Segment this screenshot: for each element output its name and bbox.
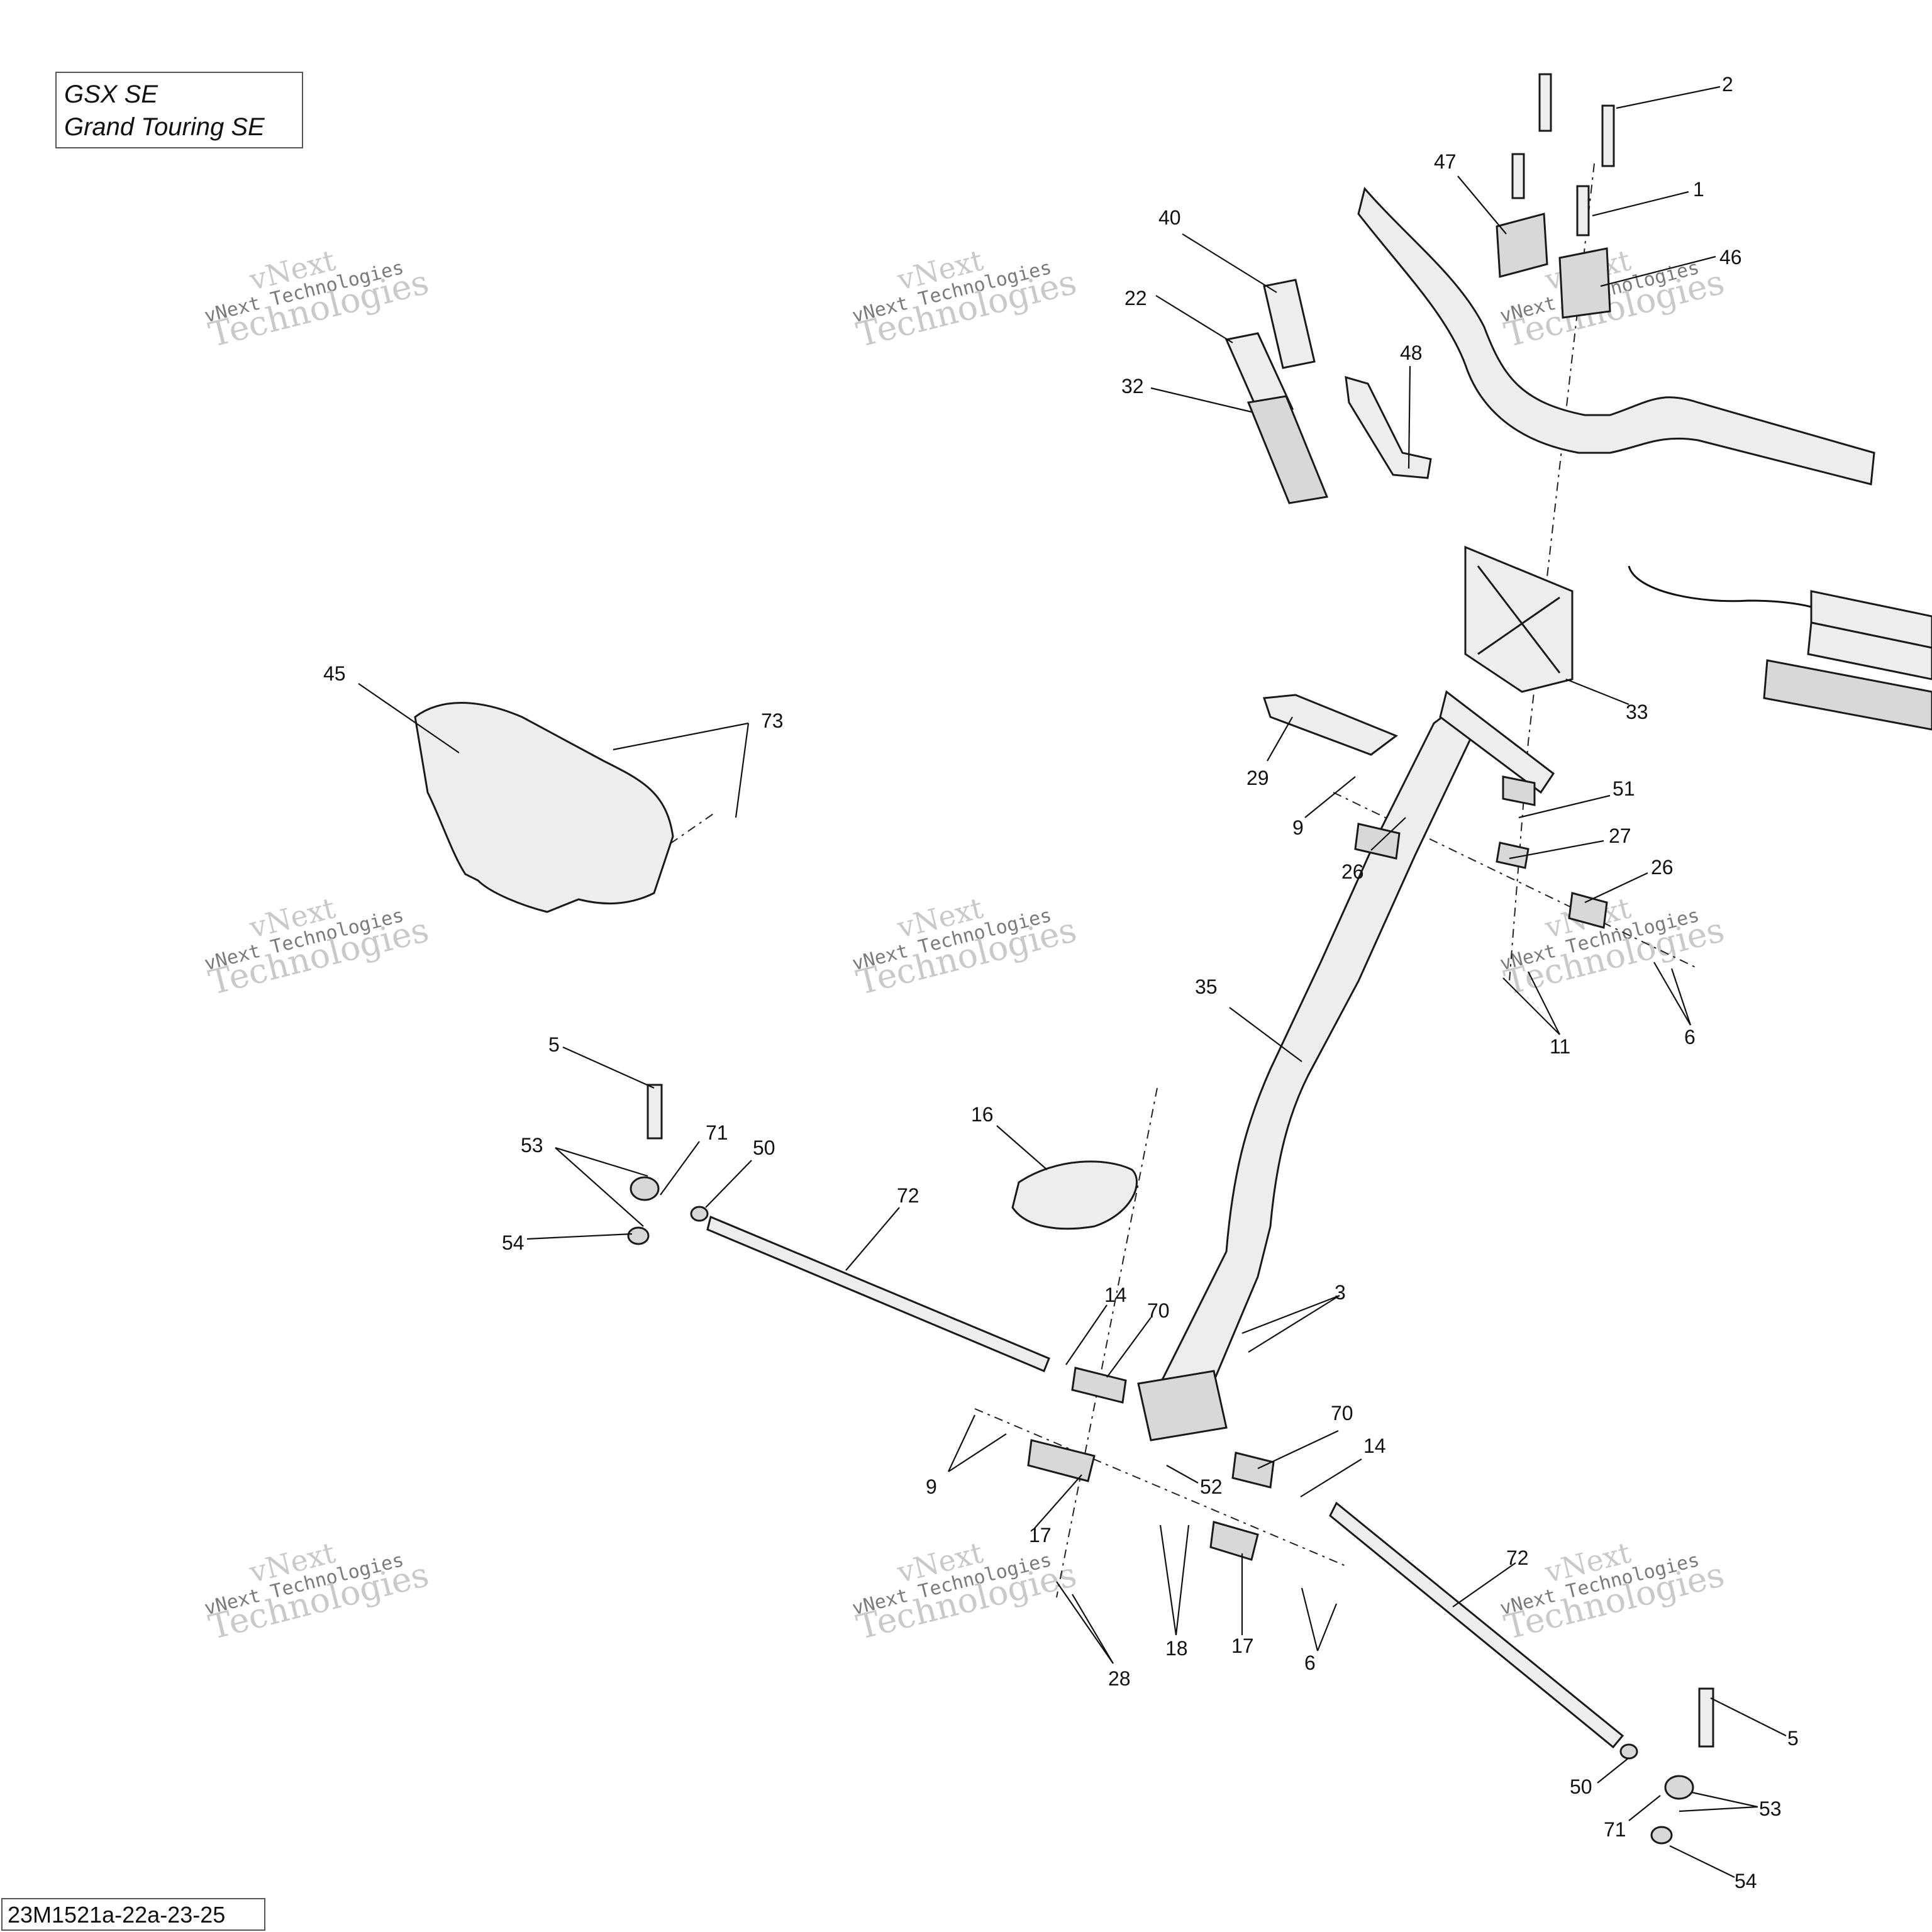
callout: 1 bbox=[1693, 178, 1704, 201]
bushing bbox=[1496, 841, 1530, 869]
callout: 6 bbox=[1304, 1652, 1316, 1674]
grip-heater bbox=[1263, 279, 1316, 369]
callout: 18 bbox=[1165, 1637, 1188, 1660]
handlebar-grip bbox=[1246, 395, 1329, 504]
cover-plate bbox=[1011, 1160, 1138, 1230]
grip bbox=[1807, 621, 1932, 680]
tie-rod bbox=[706, 1215, 1050, 1372]
model-name: Grand Touring SE bbox=[64, 113, 265, 141]
callout: 70 bbox=[1147, 1299, 1170, 1322]
callout: 35 bbox=[1195, 975, 1218, 998]
callout: 5 bbox=[1787, 1727, 1799, 1750]
throttle-lever bbox=[1345, 375, 1432, 479]
heater-wire bbox=[1628, 565, 1812, 608]
callout: 33 bbox=[1626, 701, 1648, 723]
clamp-bolt bbox=[1576, 185, 1590, 236]
diagram-reference-code: 23M1521a-22a-23-25 bbox=[1, 1898, 265, 1931]
column-top-bracket bbox=[1439, 690, 1555, 794]
lock-nut bbox=[627, 1226, 650, 1245]
bushing-block bbox=[1354, 823, 1401, 860]
callout: 40 bbox=[1158, 206, 1181, 229]
model-label-box: GSX SE Grand Touring SE bbox=[55, 72, 303, 148]
callout: 32 bbox=[1121, 375, 1144, 397]
handlebar-clamp-bolt bbox=[1601, 104, 1615, 167]
callout: 2 bbox=[1722, 73, 1733, 96]
callout: 29 bbox=[1246, 767, 1269, 789]
callout: 9 bbox=[926, 1475, 937, 1498]
callout: 11 bbox=[1550, 1035, 1570, 1058]
assembly-axis bbox=[635, 811, 718, 869]
callout: 71 bbox=[706, 1121, 728, 1144]
callout: 70 bbox=[1331, 1402, 1353, 1424]
callout: 26 bbox=[1651, 856, 1674, 879]
callout: 71 bbox=[1604, 1818, 1626, 1841]
callout: 28 bbox=[1108, 1667, 1131, 1690]
tie-rod-end bbox=[1231, 1452, 1275, 1489]
callout: 26 bbox=[1341, 860, 1364, 883]
grip-heater bbox=[1810, 590, 1932, 649]
callout: 9 bbox=[1292, 816, 1304, 839]
callout: 53 bbox=[521, 1134, 543, 1157]
assembly-axis bbox=[974, 1408, 1346, 1567]
callout: 6 bbox=[1684, 1026, 1696, 1048]
callout: 50 bbox=[753, 1136, 775, 1159]
bushing-block bbox=[1568, 892, 1608, 929]
callout: 14 bbox=[1104, 1284, 1127, 1306]
upper-clamp bbox=[1558, 247, 1611, 319]
tie-rod-bolt bbox=[1698, 1687, 1714, 1748]
tie-rod-end bbox=[1071, 1367, 1127, 1404]
jam-nut bbox=[690, 1206, 709, 1222]
riser-bracing bbox=[1477, 565, 1561, 674]
lock-nut bbox=[1650, 1826, 1673, 1845]
callout: 51 bbox=[1613, 777, 1635, 800]
assembly-axis bbox=[1509, 163, 1595, 982]
tie-rod-end bbox=[630, 1176, 660, 1201]
handlebar bbox=[1357, 186, 1875, 486]
column-bottom-bracket bbox=[1137, 1370, 1228, 1441]
callout: 3 bbox=[1335, 1281, 1346, 1304]
callout: 54 bbox=[1735, 1870, 1757, 1892]
handlebar-cover bbox=[414, 702, 674, 913]
callout: 50 bbox=[1570, 1775, 1592, 1798]
tie-rod-bolt bbox=[647, 1084, 663, 1140]
clamp-bolt bbox=[1511, 153, 1525, 199]
callout: 72 bbox=[1506, 1546, 1529, 1569]
callout: 54 bbox=[502, 1231, 525, 1254]
jam-nut bbox=[1619, 1743, 1638, 1760]
tie-rod-end bbox=[1664, 1775, 1694, 1800]
assembly-axis bbox=[1056, 1087, 1158, 1598]
handlebar-grip bbox=[1763, 659, 1932, 731]
callout: 27 bbox=[1609, 824, 1631, 847]
callout: 48 bbox=[1400, 341, 1423, 364]
callout: 53 bbox=[1759, 1797, 1782, 1820]
callout: 73 bbox=[761, 709, 784, 732]
callout: 45 bbox=[323, 662, 346, 685]
mounting-plate bbox=[1262, 694, 1399, 756]
callout: 22 bbox=[1124, 287, 1147, 309]
handlebar-clamp-bolt bbox=[1538, 73, 1552, 132]
callout: 72 bbox=[897, 1184, 919, 1207]
callout: 16 bbox=[971, 1103, 994, 1126]
tie-rod bbox=[1329, 1501, 1624, 1749]
callout: 52 bbox=[1200, 1475, 1223, 1498]
steering-block bbox=[1027, 1439, 1096, 1482]
callout: 14 bbox=[1363, 1435, 1386, 1457]
callout: 46 bbox=[1719, 246, 1742, 269]
callout: 47 bbox=[1434, 150, 1457, 173]
callout: 17 bbox=[1029, 1524, 1052, 1546]
callout: 17 bbox=[1231, 1635, 1254, 1657]
callout: 5 bbox=[548, 1033, 560, 1056]
spacer bbox=[1502, 775, 1536, 806]
upper-clamp bbox=[1496, 213, 1548, 278]
steering-block bbox=[1209, 1521, 1259, 1561]
model-name: GSX SE bbox=[64, 80, 158, 108]
